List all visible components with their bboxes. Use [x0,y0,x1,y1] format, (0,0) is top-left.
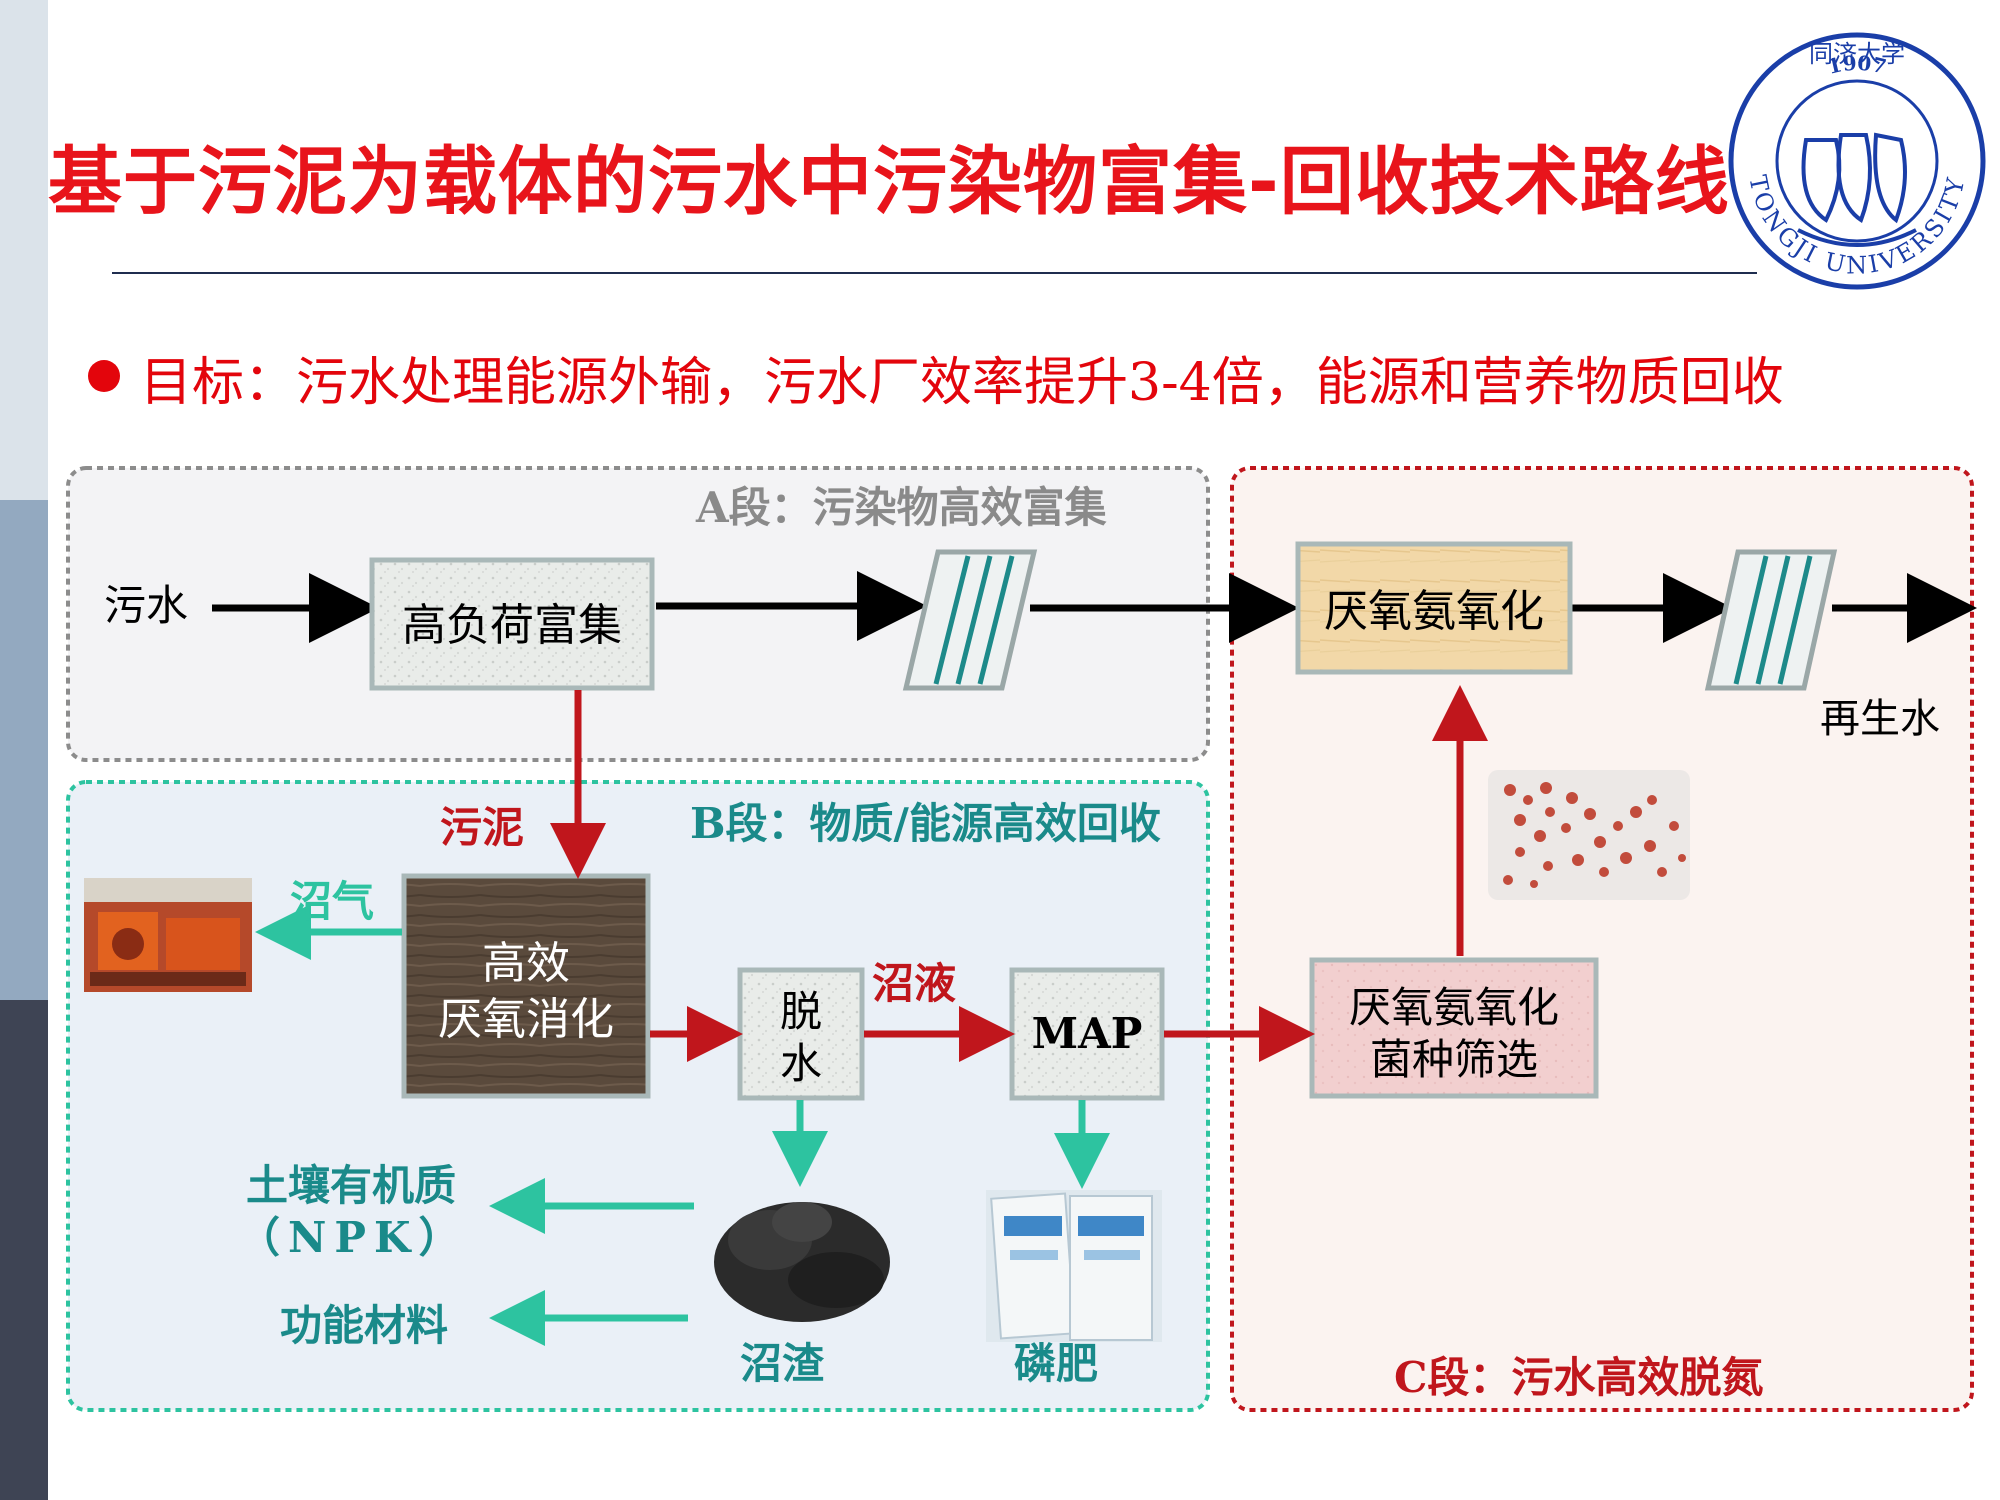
node-output-label: 再生水 [1820,696,1940,742]
flow-liquor-label: 沼液 [872,959,956,1008]
product-residue-label: 沼渣 [740,1339,825,1388]
product-materials-label: 功能材料 [280,1301,448,1350]
title-rule [112,272,1757,274]
section-c-frame [1230,466,1974,1412]
bullet-icon [88,360,120,392]
flow-biogas-label: 沼气 [290,877,374,926]
node-screening-line1: 厌氧氨氧化 [1349,983,1559,1032]
box-screening [1309,957,1599,1099]
node-digestion-line1: 高效 [482,938,570,989]
node-digestion-line2: 厌氧消化 [438,994,614,1045]
left-band-middle [0,500,48,1000]
clarifier-2-icon [1704,549,1838,691]
node-anammox-text: 厌氧氨氧化 [1324,586,1544,637]
goal-text: 目标：污水处理能源外输，污水厂效率提升3-4倍，能源和营养物质回收 [140,353,1784,413]
box-digestion [401,873,651,1099]
flow-sludge-label: 污泥 [440,803,524,852]
node-dewater-line1: 脱 [780,987,822,1036]
left-band-top [0,0,48,500]
anammox-granules-image [1488,770,1690,900]
box-high-load [369,557,655,691]
section-b-label: B段：物质/能源高效回收 [690,799,1161,848]
fertilizer-bag-image [986,1190,1162,1342]
box-map [1009,967,1165,1101]
product-soil-line2: （NPK） [238,1213,468,1262]
box-anammox [1295,541,1573,675]
product-soil-line1: 土壤有机质 [246,1161,456,1210]
page-title: 基于污泥为载体的污水中污染物富集-回收技术路线 [48,139,1730,225]
biogas-engine-image [84,878,252,992]
node-input-label: 污水 [104,581,188,630]
product-fertilizer-label: 磷肥 [1014,1339,1098,1388]
seal-emblem [1797,132,1917,247]
node-dewater-line2: 水 [780,1039,822,1088]
left-band-bottom [0,1000,48,1500]
seal-chinese-name: 同济大学 [1809,40,1905,68]
clarifier-1-icon [902,549,1038,691]
node-screening-line2: 菌种筛选 [1370,1035,1538,1084]
digestate-pile-image [714,1202,890,1322]
section-a-label: A段：污染物高效富集 [695,483,1107,532]
node-map-text: MAP [1032,1009,1143,1058]
box-dewater [737,967,865,1101]
section-c-label: C段：污水高效脱氮 [1394,1353,1763,1402]
university-seal-logo: 1907 TONGJI UNIVERSITY 同济大学 [1728,32,1986,290]
node-high-load-text: 高负荷富集 [402,600,622,651]
